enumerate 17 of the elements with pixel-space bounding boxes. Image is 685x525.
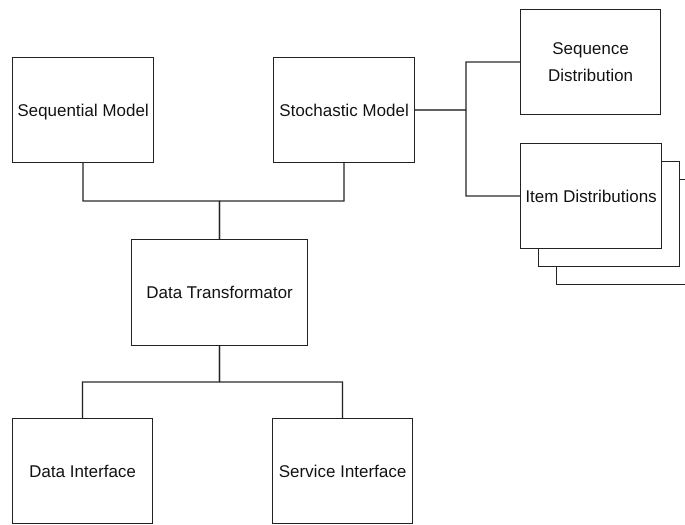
process-box <box>12 418 153 524</box>
box-label: Sequence Distribution <box>546 38 634 87</box>
connector-line <box>218 346 344 418</box>
box-label: Data Transformator <box>146 282 293 304</box>
box-label: Data Interface <box>29 460 136 482</box>
process-box <box>520 143 662 249</box>
connector-line <box>415 109 520 197</box>
connector-line <box>218 163 345 239</box>
process-box <box>131 239 308 346</box>
box-label: Sequential Model <box>17 100 149 122</box>
process-box <box>273 57 415 163</box>
box-label: Service Interface <box>278 460 406 482</box>
process-box <box>520 9 661 115</box>
process-box <box>12 57 154 163</box>
box-label: Stochastic Model <box>279 100 409 122</box>
box-label: Item Distributions <box>525 186 657 208</box>
process-box <box>272 418 413 524</box>
